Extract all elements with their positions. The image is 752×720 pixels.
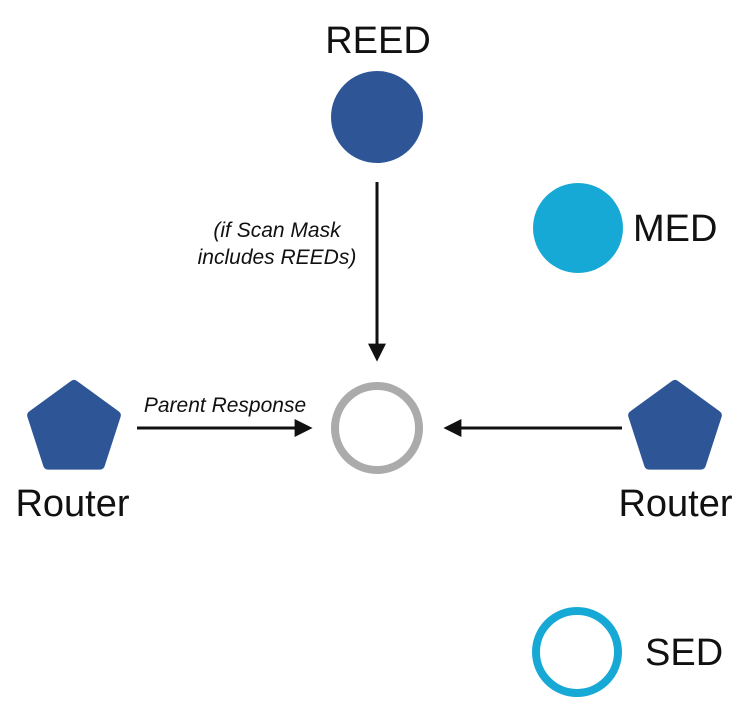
router-right-label: Router [618, 483, 733, 525]
scan-mask-note: (if Scan Mask includes REEDs) [197, 219, 357, 269]
med-label: MED [633, 208, 718, 250]
sed-node-circle [532, 607, 622, 697]
router-left-pentagon [27, 380, 121, 470]
joiner-node-circle [331, 382, 423, 474]
reed-node-circle [331, 71, 423, 163]
router-right-pentagon [628, 380, 722, 470]
reed-label: REED [325, 20, 431, 62]
med-node-circle [533, 183, 623, 273]
router-left-label: Router [15, 483, 130, 525]
sed-label: SED [645, 632, 724, 674]
parent-response-label: Parent Response [143, 394, 307, 417]
